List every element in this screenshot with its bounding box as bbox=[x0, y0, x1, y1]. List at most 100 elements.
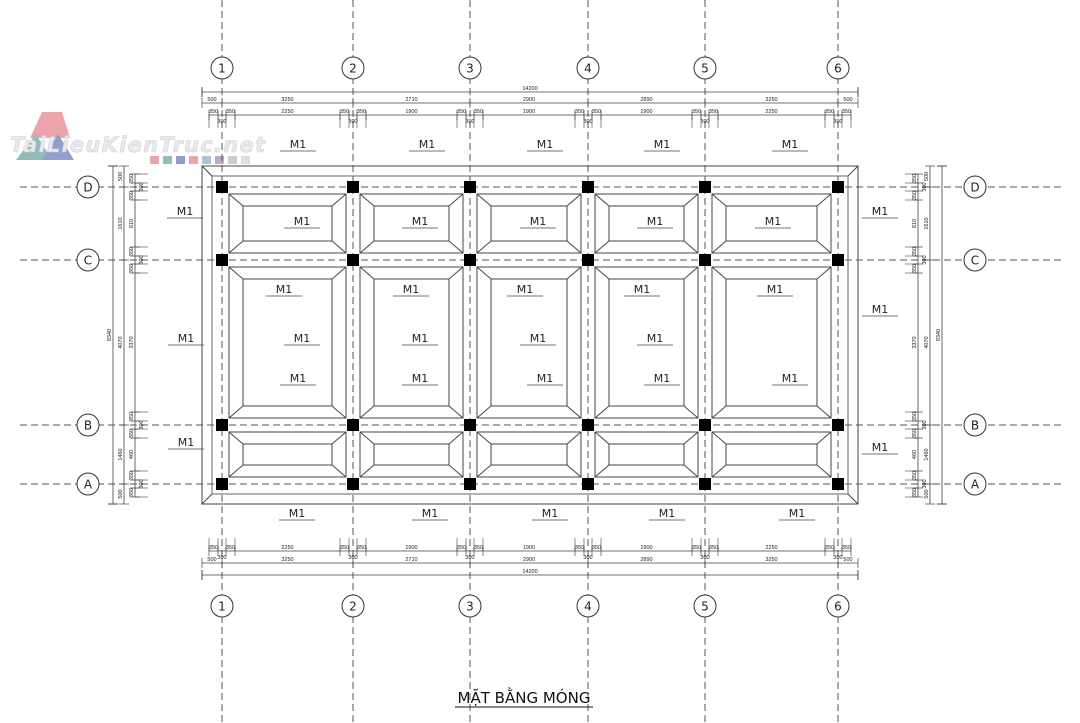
dim-detail-text: 350 bbox=[129, 412, 135, 421]
footing-label-m1: M1 bbox=[403, 283, 420, 296]
grid-label-column: 3 bbox=[466, 600, 474, 614]
grid-bubble-column bbox=[826, 594, 850, 618]
footing-panel bbox=[359, 431, 464, 478]
grid-label-column: 2 bbox=[349, 600, 357, 614]
grid-bubble-row bbox=[76, 413, 100, 437]
dim-axes-text: 1610 bbox=[924, 217, 930, 229]
column bbox=[582, 181, 594, 193]
dim-detail-text: 350 bbox=[912, 412, 918, 421]
foundation-inner-outline bbox=[211, 175, 849, 495]
dim-axes-text: 500 bbox=[118, 489, 124, 498]
column bbox=[216, 254, 228, 266]
dim-detail-text: 350 bbox=[129, 264, 135, 273]
grid-label-column: 4 bbox=[584, 600, 592, 614]
footing-panel bbox=[228, 193, 347, 254]
column bbox=[699, 478, 711, 490]
dim-detail-text: 1900 bbox=[405, 545, 417, 551]
watermark-swatch bbox=[189, 156, 198, 164]
panel-diagonal bbox=[228, 266, 244, 280]
column bbox=[832, 181, 844, 193]
dim-detail-text: 350 bbox=[842, 109, 851, 115]
column bbox=[347, 254, 359, 266]
dim-axes-text: 500 bbox=[843, 97, 852, 103]
dim-detail-text: 460 bbox=[912, 450, 918, 459]
dim-axes-text: 500 bbox=[843, 557, 852, 563]
column bbox=[699, 419, 711, 431]
grid-bubble-column bbox=[341, 56, 365, 80]
column bbox=[464, 419, 476, 431]
dim-detail-text: 350 bbox=[226, 545, 235, 551]
column bbox=[699, 254, 711, 266]
grid-bubble-row bbox=[963, 472, 987, 496]
logo-shape bbox=[42, 134, 74, 160]
dim-detail-text: 350 bbox=[912, 174, 918, 183]
panel-diagonal bbox=[448, 193, 464, 207]
dim-axes-text: 2710 bbox=[405, 557, 417, 563]
grid-bubble-column bbox=[576, 56, 600, 80]
column bbox=[832, 419, 844, 431]
panel-diagonal bbox=[594, 266, 610, 280]
dim-detail-text: 300 bbox=[217, 119, 226, 125]
panel-diagonal bbox=[228, 240, 244, 254]
panel-diagonal bbox=[476, 193, 492, 207]
dim-detail-text: 350 bbox=[457, 109, 466, 115]
watermark-swatch bbox=[163, 156, 172, 164]
column bbox=[216, 181, 228, 193]
footing-panel bbox=[476, 431, 582, 478]
dim-detail-text: 350 bbox=[209, 109, 218, 115]
dim-detail-text: 350 bbox=[129, 488, 135, 497]
panel-diagonal bbox=[359, 193, 375, 207]
dim-detail-text: 350 bbox=[912, 191, 918, 200]
panel-diagonal bbox=[331, 464, 347, 478]
watermark-swatch bbox=[202, 156, 211, 164]
grid-bubble-column bbox=[576, 594, 600, 618]
footing-label-m1: M1 bbox=[177, 205, 194, 218]
panel-diagonal bbox=[448, 266, 464, 280]
footing-panel bbox=[594, 431, 699, 478]
footing-label-m1: M1 bbox=[542, 507, 559, 520]
panel-diagonal bbox=[816, 266, 832, 280]
grid-label-row: C bbox=[84, 254, 92, 268]
dim-detail-text: 350 bbox=[709, 545, 718, 551]
footing-label-m1: M1 bbox=[412, 332, 429, 345]
panel-diagonal bbox=[683, 405, 699, 419]
dim-detail-text: 810 bbox=[129, 219, 135, 228]
dim-detail-text: 2250 bbox=[281, 109, 293, 115]
grid-bubble-column bbox=[693, 56, 717, 80]
dim-detail-text: 1900 bbox=[523, 545, 535, 551]
panel-diagonal bbox=[816, 464, 832, 478]
footing-panel bbox=[476, 266, 582, 419]
panel-diagonal bbox=[711, 464, 727, 478]
dim-detail-text: 350 bbox=[457, 545, 466, 551]
grid-label-row: A bbox=[84, 478, 93, 492]
panel-diagonal bbox=[476, 266, 492, 280]
column bbox=[464, 181, 476, 193]
dim-detail-text: 350 bbox=[340, 109, 349, 115]
panel-diagonal bbox=[331, 431, 347, 445]
dim-detail-text: 350 bbox=[357, 109, 366, 115]
dim-total-text: 8340 bbox=[107, 329, 113, 341]
dim-detail-text: 810 bbox=[912, 219, 918, 228]
footing-label-m1: M1 bbox=[659, 507, 676, 520]
dim-axes-text: 1460 bbox=[118, 448, 124, 460]
dim-detail-text: 300 bbox=[139, 420, 145, 429]
dim-detail-text: 3370 bbox=[129, 336, 135, 348]
dim-detail-text: 350 bbox=[692, 109, 701, 115]
dim-detail-text: 350 bbox=[825, 545, 834, 551]
grid-label-row: C bbox=[971, 254, 979, 268]
footing-label-m1: M1 bbox=[290, 138, 307, 151]
footing-panel bbox=[359, 266, 464, 419]
footing-panel bbox=[711, 193, 832, 254]
panel-diagonal bbox=[594, 405, 610, 419]
panel-diagonal bbox=[683, 240, 699, 254]
dim-detail-text: 350 bbox=[357, 545, 366, 551]
dim-detail-text: 350 bbox=[129, 471, 135, 480]
grid-bubble-row bbox=[963, 175, 987, 199]
grid-label-row: B bbox=[971, 419, 979, 433]
column bbox=[464, 478, 476, 490]
dim-detail-text: 300 bbox=[700, 119, 709, 125]
panel-diagonal bbox=[816, 240, 832, 254]
panel-diagonal bbox=[594, 464, 610, 478]
footing-panel bbox=[228, 431, 347, 478]
